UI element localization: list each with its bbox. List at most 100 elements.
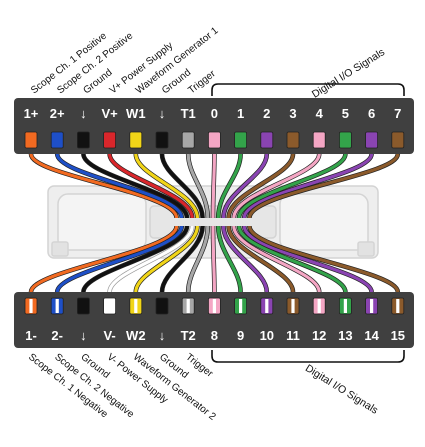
bottom-wire-13	[242, 225, 374, 293]
wire-bundle	[28, 153, 401, 293]
bottom-wire-0	[29, 225, 179, 293]
top-wire-2	[81, 153, 189, 219]
top-pin-socket-4	[129, 131, 143, 149]
top-wire-0	[29, 153, 179, 219]
bottom-pin-stripe-14	[396, 299, 400, 313]
bottom-pin-label-10: 11	[286, 328, 300, 343]
top-pin-socket-9	[260, 131, 274, 149]
bottom-wire-7	[211, 225, 216, 293]
bottom-pin-label-6: T2	[181, 328, 196, 343]
top-wire-12	[237, 153, 347, 219]
top-pin-label-10: 3	[289, 106, 296, 121]
top-pin-socket-13	[365, 131, 379, 149]
bottom-pin-stripe-1	[55, 299, 59, 313]
top-pin-label-7: 0	[211, 106, 218, 121]
bottom-digital-bracket	[211, 350, 405, 363]
top-pin-socket-10	[286, 131, 300, 149]
bottom-pin-stripe-8	[239, 299, 243, 313]
bottom-wire-2	[81, 225, 189, 293]
top-digital-label: Digital I/O Signals	[310, 46, 387, 100]
bottom-pin-stripe-6	[186, 299, 190, 313]
top-pin-label-5: ↓	[159, 106, 166, 121]
bottom-pin-label-4: W2	[126, 328, 146, 343]
top-signal-name-6: Trigger	[186, 68, 218, 96]
top-pin-label-1: 2+	[50, 106, 65, 121]
bottom-pin-label-3: V-	[103, 328, 115, 343]
bottom-signal-name-6: Trigger	[183, 352, 215, 380]
top-pin-socket-3	[103, 131, 116, 149]
top-digital-bracket	[211, 83, 405, 96]
bottom-wire-6	[186, 225, 210, 293]
bottom-wire-9	[221, 225, 269, 293]
bottom-pin-stripe-12	[343, 299, 347, 313]
top-wire-7	[211, 153, 216, 219]
bottom-pin-stripe-9	[265, 299, 269, 313]
top-pin-label-0: 1+	[24, 106, 39, 121]
top-pin-label-13: 6	[368, 106, 375, 121]
top-wire-10	[227, 153, 295, 219]
bottom-pin-stripe-4	[134, 299, 138, 313]
bottom-wire-5	[160, 225, 205, 293]
top-pin-socket-1	[50, 131, 64, 149]
bottom-pin-socket-3	[103, 297, 116, 315]
top-wire-8	[216, 153, 243, 219]
top-wire-9	[221, 153, 269, 219]
bottom-digital-label: Digital I/O Signals	[303, 362, 380, 416]
bottom-pin-label-14: 15	[391, 328, 405, 343]
top-pin-label-8: 1	[237, 106, 244, 121]
top-pin-socket-8	[234, 131, 248, 149]
bottom-wire-11	[232, 225, 321, 293]
top-wire-13	[242, 153, 374, 219]
bottom-pin-label-5: ↓	[159, 328, 166, 343]
bottom-pin-stripe-0	[29, 299, 33, 313]
bottom-pin-stripe-7	[212, 299, 216, 313]
top-pin-socket-14	[391, 131, 405, 149]
bottom-pin-socket-2	[77, 297, 90, 315]
top-pin-socket-5	[155, 131, 169, 149]
bottom-wire-3	[108, 225, 194, 293]
top-wire-14	[247, 153, 400, 219]
top-pin-label-4: W1	[126, 106, 146, 121]
bottom-wire-10	[227, 225, 295, 293]
bottom-pin-socket-5	[155, 297, 169, 315]
top-pin-label-2: ↓	[80, 106, 87, 121]
top-wire-1	[55, 153, 184, 219]
top-wire-4	[134, 153, 199, 219]
bottom-pin-label-0: 1-	[25, 328, 37, 343]
bottom-pin-label-12: 13	[338, 328, 352, 343]
bottom-pin-label-9: 10	[260, 328, 274, 343]
bottom-pin-stripe-11	[317, 299, 321, 313]
top-wire-11	[232, 153, 321, 219]
bottom-pin-label-7: 8	[211, 328, 218, 343]
top-pin-socket-0	[24, 131, 38, 149]
top-pin-label-6: T1	[181, 106, 196, 121]
top-pin-socket-12	[338, 131, 352, 149]
top-pin-socket-11	[312, 131, 326, 149]
top-pin-socket-7	[207, 131, 221, 149]
bottom-wire-14	[247, 225, 400, 293]
bottom-wire-8	[216, 225, 243, 293]
top-pin-label-12: 5	[342, 106, 349, 121]
bottom-pin-label-8: 9	[237, 328, 244, 343]
top-wire-5	[160, 153, 205, 219]
top-wire-3	[108, 153, 194, 219]
top-wire-6	[186, 153, 210, 219]
top-pin-label-11: 4	[316, 106, 324, 121]
top-pin-socket-2	[77, 131, 90, 149]
bottom-wire-12	[237, 225, 347, 293]
bottom-pin-stripe-10	[291, 299, 295, 313]
top-pin-socket-6	[181, 131, 195, 149]
bottom-pin-label-13: 14	[364, 328, 379, 343]
bottom-wire-4	[134, 225, 199, 293]
top-pin-label-9: 2	[263, 106, 270, 121]
bottom-pin-stripe-13	[370, 299, 374, 313]
top-pin-label-14: 7	[394, 106, 401, 121]
bottom-pin-label-1: 2-	[51, 328, 63, 343]
bottom-wire-1	[55, 225, 184, 293]
bottom-pin-label-11: 12	[312, 328, 326, 343]
